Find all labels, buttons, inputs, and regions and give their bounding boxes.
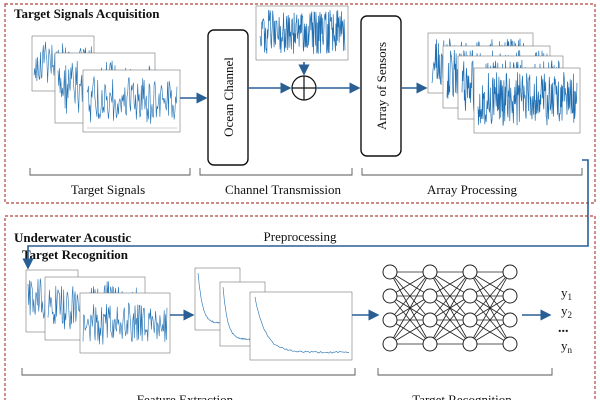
nn-connection (429, 271, 471, 297)
recognition-title-line2: Target Recognition (22, 247, 129, 262)
nn-node (462, 264, 478, 280)
nn-connection (389, 319, 431, 345)
preprocessing-connector (22, 159, 589, 270)
nn-node (422, 336, 438, 352)
nn-connection (429, 295, 471, 345)
array-plot-4 (473, 67, 581, 134)
acquisition-title: Target Signals Acquisition (14, 6, 160, 21)
nn-connection (429, 271, 471, 345)
array-of-sensors-box (360, 15, 402, 157)
nn-node (422, 288, 438, 304)
nn-node (502, 312, 518, 328)
nn-node (462, 312, 478, 328)
nn-connection (469, 271, 511, 297)
preprocessing-label-bg (252, 229, 348, 243)
feature-spectrum-plots (194, 267, 353, 361)
nn-node (382, 264, 398, 280)
nn-connection (389, 295, 431, 345)
array-of-sensors-label: Array of Sensors (374, 42, 389, 130)
nn-node (502, 288, 518, 304)
nn-connection (469, 295, 511, 345)
nn-connection (469, 271, 511, 321)
nn-node (382, 288, 398, 304)
output-y2: y2 (561, 303, 572, 320)
neural-network (382, 264, 518, 352)
nn-node (462, 336, 478, 352)
caption-feature-extraction: Feature Extraction (137, 392, 234, 400)
preprocessed-signal-plots (25, 269, 171, 354)
nn-connection (389, 271, 431, 345)
output-dots: ... (558, 321, 569, 336)
nn-node (502, 336, 518, 352)
nn-node (422, 264, 438, 280)
channel-noise-plot (255, 5, 349, 61)
waveform-trace (477, 72, 578, 126)
ocean-channel-label: Ocean Channel (221, 57, 236, 137)
preprocessing-label: Preprocessing (264, 229, 337, 244)
top-caption-brackets (29, 168, 583, 176)
nn-node (382, 336, 398, 352)
output-labels: y1 y2 ... yn (558, 285, 573, 355)
waveform-trace (86, 76, 178, 124)
caption-array-processing: Array Processing (427, 182, 517, 197)
output-yn: yn (561, 338, 573, 355)
bottom-caption-brackets (21, 368, 553, 376)
ocean-channel-box (207, 29, 249, 166)
preprocessed-plot-3 (79, 292, 171, 354)
waveform-trace (259, 9, 346, 54)
array-processing-plots (427, 32, 581, 134)
recognition-title-line1: Underwater Acoustic (14, 230, 131, 245)
nn-connection (469, 319, 511, 345)
nn-node (462, 288, 478, 304)
adder-symbol (291, 75, 317, 101)
caption-channel-transmission: Channel Transmission (225, 182, 341, 197)
nn-connection (389, 271, 431, 321)
target-signal-plot-3 (82, 69, 181, 133)
nn-node (422, 312, 438, 328)
nn-node (382, 312, 398, 328)
waveform-trace (254, 296, 350, 354)
caption-target-recognition: Target Recognition (412, 392, 512, 400)
nn-connection (429, 271, 471, 321)
caption-target-signals: Target Signals (71, 182, 145, 197)
nn-node (502, 264, 518, 280)
output-y1: y1 (561, 285, 572, 302)
spectrum-plot-3 (249, 291, 353, 361)
nn-connection (469, 271, 511, 345)
recognition-frame (4, 215, 596, 405)
waveform-trace (82, 302, 168, 345)
nn-connection (389, 271, 431, 297)
nn-connection (429, 319, 471, 345)
target-signals-plots (31, 35, 181, 133)
acquisition-frame (4, 3, 596, 204)
